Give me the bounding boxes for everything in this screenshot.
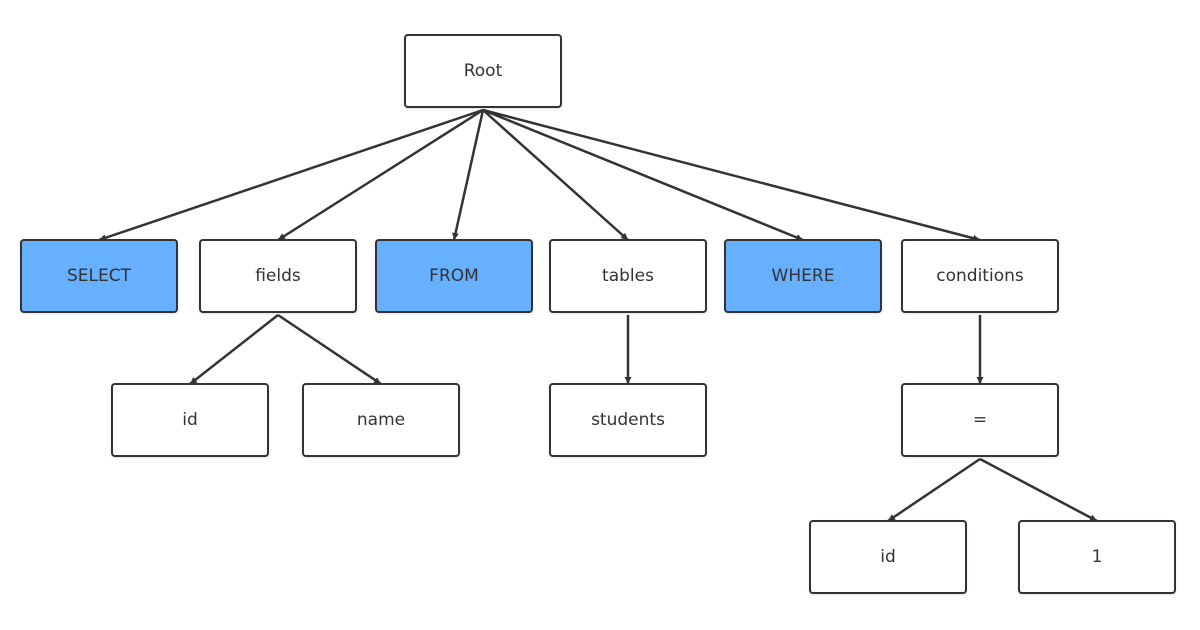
tree-node-field-name: name [302, 383, 460, 457]
tree-node-equals: = [901, 383, 1059, 457]
edge-equals-to-cond-id [887, 457, 981, 523]
tree-node-fields: fields [199, 239, 357, 313]
tree-node-label: students [591, 410, 665, 430]
tree-node-cond-value: 1 [1018, 520, 1176, 594]
edge-root-to-from [452, 109, 485, 241]
tree-node-conditions: conditions [901, 239, 1059, 313]
tree-node-label: SELECT [67, 266, 131, 286]
tree-node-root: Root [404, 34, 562, 108]
tree-node-label: tables [602, 266, 654, 286]
edge-root-to-conditions [482, 108, 981, 242]
tree-node-field-id: id [111, 383, 269, 457]
tree-node-label: name [356, 410, 406, 430]
tree-node-label: 1 [1091, 547, 1103, 567]
tree-node-where: WHERE [724, 239, 882, 313]
tree-node-select: SELECT [20, 239, 178, 313]
tree-node-from: FROM [375, 239, 533, 313]
edge-equals-to-cond-value [979, 457, 1098, 523]
tree-node-label: id [880, 547, 896, 567]
tree-node-table-students: students [549, 383, 707, 457]
edge-fields-to-field-name [277, 313, 382, 386]
edge-root-to-fields [277, 108, 484, 242]
tree-node-label: WHERE [771, 266, 835, 286]
tree-node-cond-id: id [809, 520, 967, 594]
edge-root-to-where [482, 108, 804, 242]
tree-node-label: FROM [429, 266, 479, 286]
tree-node-label: Root [463, 61, 503, 81]
edge-fields-to-field-id [189, 314, 279, 385]
edge-root-to-tables [482, 109, 629, 241]
tree-node-tables: tables [549, 239, 707, 313]
tree-node-label: fields [255, 266, 301, 286]
tree-node-label: id [182, 410, 198, 430]
tree-node-label: conditions [936, 266, 1024, 286]
tree-node-label: = [972, 410, 988, 430]
edge-root-to-select [98, 108, 484, 242]
